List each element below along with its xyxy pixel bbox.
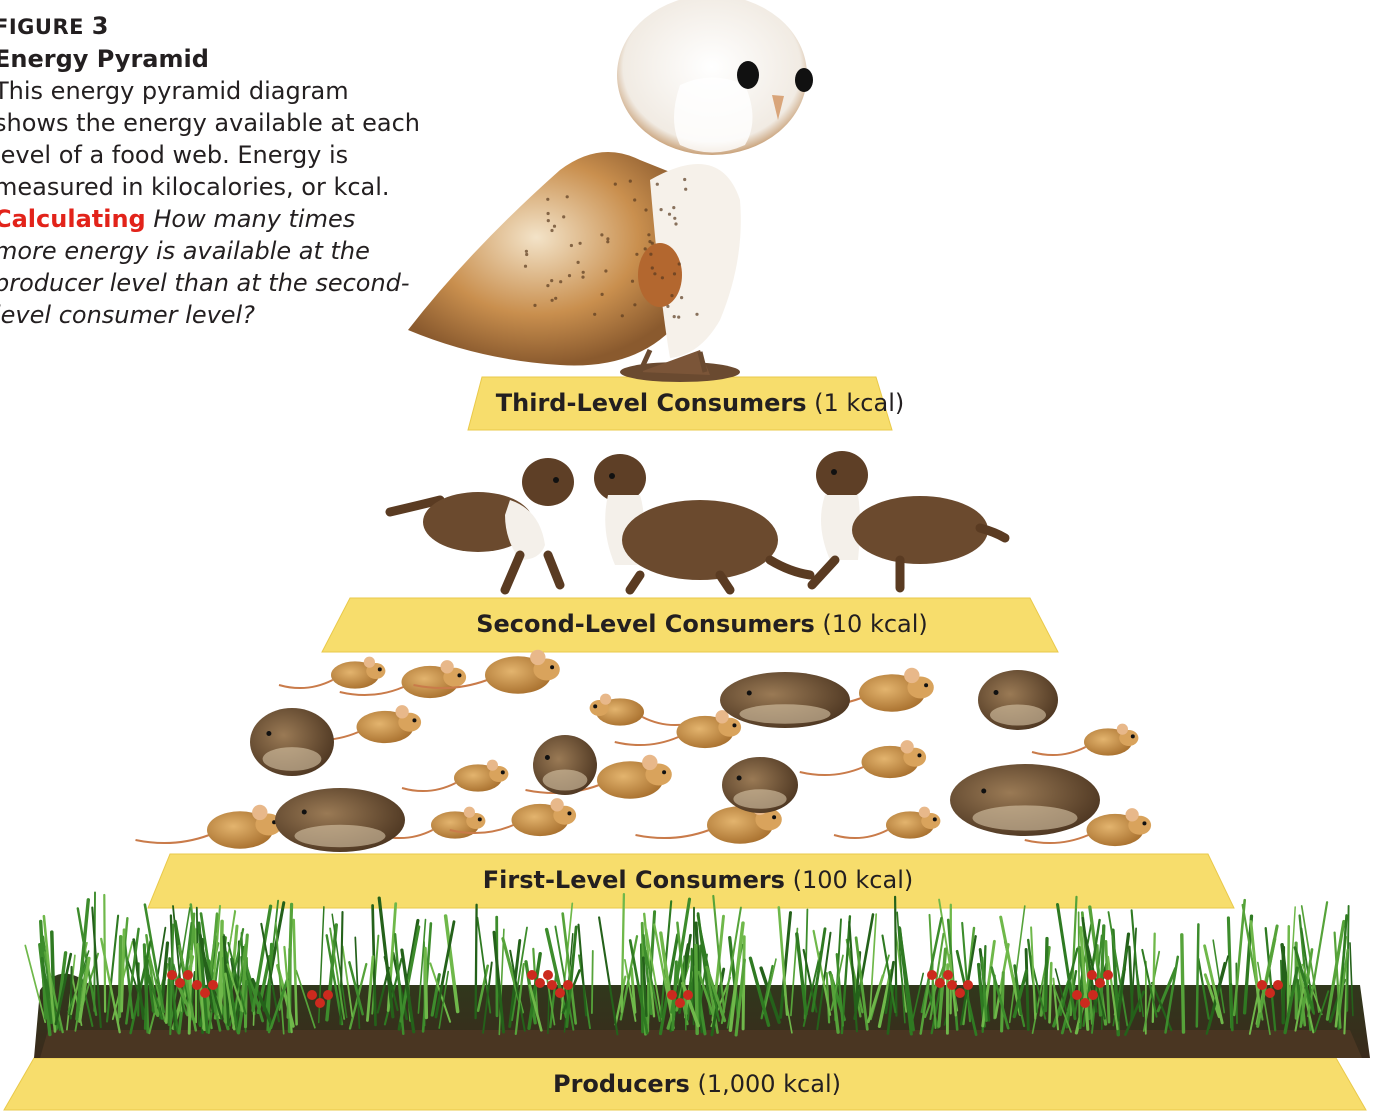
mouse <box>1032 724 1138 756</box>
berry <box>527 970 537 980</box>
weasel-right <box>812 451 1005 588</box>
vole <box>720 672 850 728</box>
level-energy: (1,000 kcal) <box>697 1070 841 1098</box>
grass-blade <box>1079 912 1080 1022</box>
berry <box>1095 978 1105 988</box>
grass-blade <box>699 946 700 1024</box>
barn-owl-illustration <box>408 0 813 382</box>
vole <box>250 708 334 776</box>
berry <box>1265 988 1275 998</box>
berry <box>1257 980 1267 990</box>
vole <box>533 735 597 795</box>
mouse <box>402 760 508 792</box>
berry <box>947 980 957 990</box>
level-energy: (10 kcal) <box>822 610 927 638</box>
grass-blade <box>1231 985 1232 1031</box>
berry <box>1273 980 1283 990</box>
grass-blade <box>592 951 593 1013</box>
vole <box>950 764 1100 836</box>
berry <box>555 988 565 998</box>
berry <box>167 970 177 980</box>
level-name: First-Level Consumers <box>483 866 785 894</box>
level-energy: (100 kcal) <box>793 866 914 894</box>
berry <box>675 998 685 1008</box>
grass-blade <box>1046 939 1048 1011</box>
berry <box>1088 990 1098 1000</box>
berry <box>1072 990 1082 1000</box>
berry <box>1087 970 1097 980</box>
grass-illustration <box>25 892 1370 1058</box>
berry <box>1080 998 1090 1008</box>
berry <box>307 990 317 1000</box>
label-second-level-consumers: Second-Level Consumers (10 kcal) <box>476 610 928 638</box>
vole <box>722 757 798 813</box>
grass-blade <box>169 959 170 1025</box>
berry <box>183 970 193 980</box>
berry <box>535 978 545 988</box>
level-name: Third-Level Consumers <box>496 389 807 417</box>
mouse <box>136 805 282 849</box>
weasel-middle <box>594 454 810 590</box>
berry <box>563 980 573 990</box>
weasel-left <box>390 458 574 590</box>
grass-blade <box>1288 926 1289 1016</box>
grass-blade <box>220 921 222 1017</box>
mouse <box>590 694 696 726</box>
berry <box>927 970 937 980</box>
mice-and-voles-illustration <box>136 650 1152 852</box>
label-first-level-consumers: First-Level Consumers (100 kcal) <box>483 866 914 894</box>
berry <box>1103 970 1113 980</box>
vole <box>978 670 1058 730</box>
berry <box>315 998 325 1008</box>
level-name: Producers <box>553 1070 690 1098</box>
berry <box>943 970 953 980</box>
grass-blade <box>476 905 477 1018</box>
berry <box>683 990 693 1000</box>
berry <box>208 980 218 990</box>
mouse <box>279 657 385 689</box>
berry <box>667 990 677 1000</box>
mouse <box>800 740 926 778</box>
berry <box>543 970 553 980</box>
label-third-level-consumers: Third-Level Consumers (1 kcal) <box>496 389 904 417</box>
berry <box>955 988 965 998</box>
berry <box>935 978 945 988</box>
berry <box>192 980 202 990</box>
label-producers: Producers (1,000 kcal) <box>553 1070 841 1098</box>
berry <box>963 980 973 990</box>
mouse <box>834 807 940 839</box>
berry <box>200 988 210 998</box>
grass-blade <box>1197 924 1199 1026</box>
level-energy: (1 kcal) <box>814 389 904 417</box>
berry <box>175 978 185 988</box>
grass-blade <box>425 948 426 1017</box>
berry <box>547 980 557 990</box>
grass-blade <box>895 897 896 1016</box>
level-name: Second-Level Consumers <box>476 610 815 638</box>
berry <box>323 990 333 1000</box>
grass-blade <box>1050 963 1052 1022</box>
grass-blade <box>1182 935 1184 1032</box>
vole <box>275 788 405 852</box>
weasels-illustration <box>390 451 1005 590</box>
